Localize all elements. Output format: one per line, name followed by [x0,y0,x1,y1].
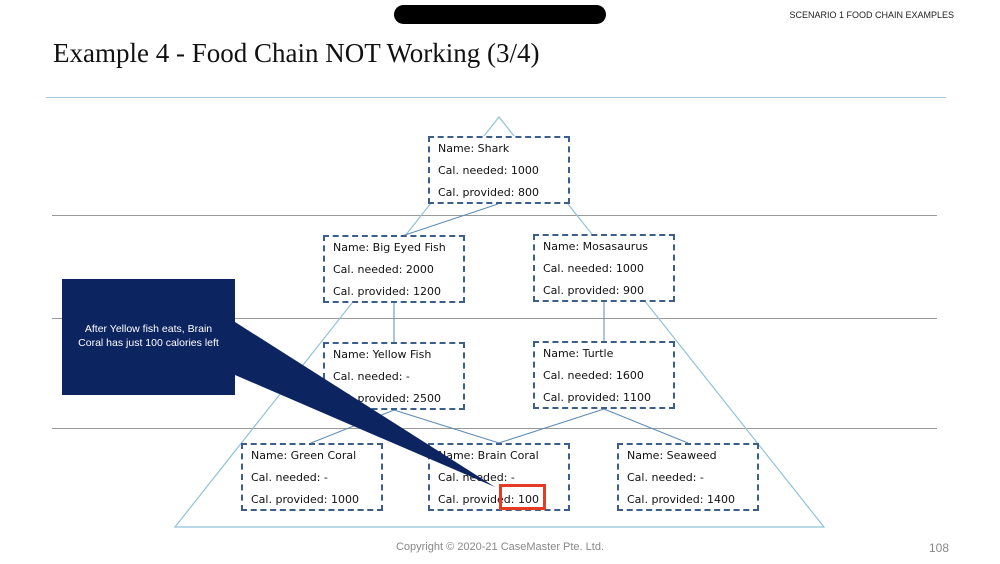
edge-shark-bigeyedfish [398,203,499,238]
node-seaweed: Name: Seaweed Cal. needed: - Cal. provid… [617,443,759,511]
highlight-box [499,484,546,510]
callout-text-line1: After Yellow fish eats, Brain [84,323,213,336]
node-name: Name: Big Eyed Fish [333,241,446,254]
edge-turtle-seaweed [603,408,689,444]
node-name: Name: Seaweed [627,449,717,462]
node-turtle: Name: Turtle Cal. needed: 1600 Cal. prov… [533,341,675,409]
edge-turtle-braincoral [498,408,605,444]
node-mosasaurus: Name: Mosasaurus Cal. needed: 1000 Cal. … [533,234,675,302]
section-label: SCENARIO 1 FOOD CHAIN EXAMPLES [789,10,954,20]
node-cal-provided: Cal. provided: 1000 [251,493,359,506]
node-cal-provided: Cal. provided: 1100 [543,391,651,404]
node-name: Name: Brain Coral [438,449,539,462]
node-big-eyed-fish: Name: Big Eyed Fish Cal. needed: 2000 Ca… [323,235,465,303]
node-cal-provided: Cal. provided: 900 [543,284,644,297]
node-cal-provided: Cal. provided: 1200 [333,285,441,298]
node-cal-needed: Cal. needed: - [627,471,704,484]
node-cal-needed: Cal. needed: 2000 [333,263,434,276]
level-divider-2 [52,318,937,319]
node-cal-needed: Cal. needed: - [251,471,328,484]
callout-box: After Yellow fish eats, Brain Coral has … [62,279,235,395]
level-divider-3 [52,428,937,429]
node-name: Name: Turtle [543,347,614,360]
node-name: Name: Shark [438,142,510,155]
node-name: Name: Yellow Fish [333,348,432,361]
page-number: 108 [928,541,949,555]
node-cal-provided: Cal. provided: 100 [438,493,539,506]
node-shark: Name: Shark Cal. needed: 1000 Cal. provi… [428,136,570,204]
node-green-coral: Name: Green Coral Cal. needed: - Cal. pr… [241,443,383,511]
node-name: Name: Mosasaurus [543,240,649,253]
node-cal-needed: Cal. needed: - [333,370,410,383]
top-divider [46,97,946,98]
level-divider-1 [52,215,937,216]
callout-text-line2: Coral has just 100 calories left [78,337,219,349]
pyramid-triangle [173,116,826,528]
node-cal-provided: Cal. provided: 800 [438,186,539,199]
node-name: Name: Green Coral [251,449,357,462]
node-cal-provided: Cal. provided: 1400 [627,493,735,506]
node-cal-needed: Cal. needed: 1000 [543,262,644,275]
node-cal-needed: Cal. needed: 1600 [543,369,644,382]
slide-title: Example 4 - Food Chain NOT Working (3/4) [53,38,540,68]
callout-pointer-wedge [235,322,495,487]
edge-yellowfish-braincoral [393,409,500,444]
copyright-text: Copyright © 2020-21 CaseMaster Pte. Ltd. [395,541,605,553]
node-cal-needed: Cal. needed: 1000 [438,164,539,177]
top-redaction-bar [394,5,606,24]
